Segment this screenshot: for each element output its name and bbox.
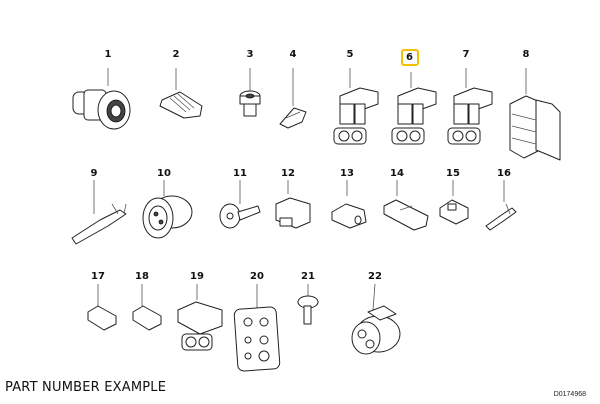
part-11-drawing[interactable] [219,203,261,229]
callout-3[interactable]: 3 [246,49,254,60]
callout-5[interactable]: 5 [346,49,354,60]
part-6-drawing[interactable] [391,87,437,145]
part-18-drawing[interactable] [132,305,162,331]
callout-15[interactable]: 15 [446,168,460,179]
callout-10[interactable]: 10 [157,168,171,179]
part-7-drawing[interactable] [447,87,493,145]
callout-13[interactable]: 13 [340,168,354,179]
part-22-drawing[interactable] [351,305,401,355]
diagram-id: D0174968 [553,391,586,398]
part-9-drawing[interactable] [71,203,127,245]
leader-lines [93,68,527,311]
callout-21[interactable]: 21 [301,271,315,282]
part-4-drawing[interactable] [279,107,307,129]
part-12-drawing[interactable] [275,197,311,229]
part-13-drawing[interactable] [331,203,367,229]
part-21-drawing[interactable] [297,295,319,325]
callout-14[interactable]: 14 [390,168,404,179]
part-5-drawing[interactable] [333,87,379,145]
callout-22[interactable]: 22 [368,271,382,282]
callout-17[interactable]: 17 [91,271,105,282]
part-19-drawing[interactable] [177,301,223,351]
callout-12[interactable]: 12 [281,168,295,179]
callout-16[interactable]: 16 [497,168,511,179]
diagram-caption: PART NUMBER EXAMPLE [5,380,167,395]
callout-7[interactable]: 7 [462,49,470,60]
part-15-drawing[interactable] [439,199,469,225]
callout-19[interactable]: 19 [190,271,204,282]
part-2-drawing[interactable] [159,91,203,119]
part-17-drawing[interactable] [87,305,117,331]
callout-11[interactable]: 11 [233,168,247,179]
callout-2[interactable]: 2 [172,49,180,60]
callout-1[interactable]: 1 [104,49,112,60]
callout-4[interactable]: 4 [289,49,297,60]
part-10-drawing[interactable] [142,195,193,239]
part-3-drawing[interactable] [239,90,261,117]
part-20-drawing[interactable] [233,306,281,372]
part-1-drawing[interactable] [72,89,131,130]
callout-18[interactable]: 18 [135,271,149,282]
callout-8[interactable]: 8 [522,49,530,60]
part-14-drawing[interactable] [383,199,429,231]
callout-9[interactable]: 9 [90,168,98,179]
callout-20[interactable]: 20 [250,271,264,282]
part-8-drawing[interactable] [509,95,561,161]
part-16-drawing[interactable] [485,203,517,231]
callout-6-highlighted[interactable]: 6 [400,49,419,66]
